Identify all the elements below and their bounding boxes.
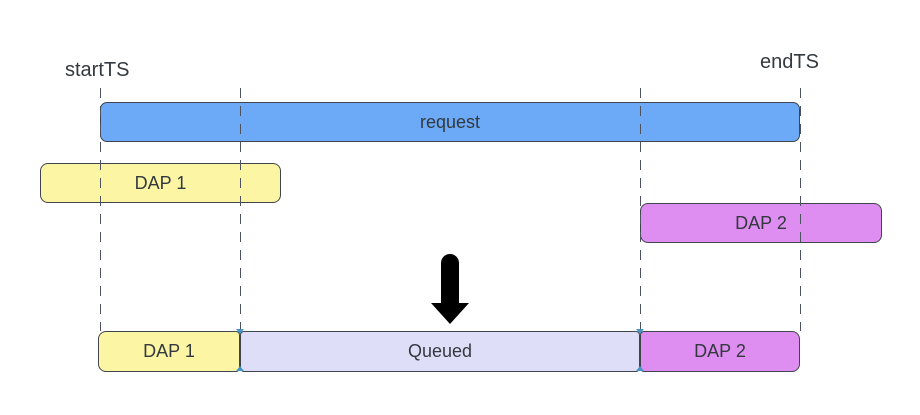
down-arrow-icon: [431, 254, 469, 324]
dap2-top-bar: DAP 2: [640, 203, 882, 243]
start-ts-label: startTS: [65, 59, 130, 81]
junction-marker-bottom-left: [236, 366, 244, 371]
dap2-bottom-bar: DAP 2: [640, 331, 800, 372]
queued-bar-label: Queued: [407, 341, 473, 361]
end-ts-label: endTS: [760, 51, 819, 73]
request-bar-label: request: [419, 111, 481, 132]
junction-marker-bottom-right: [636, 366, 644, 371]
dap1-top-bar-label: DAP 1: [134, 172, 187, 193]
queued-bar: Queued: [240, 331, 640, 372]
dap1-bottom-bar: DAP 1: [98, 331, 240, 372]
dap2-bottom-bar-label: DAP 2: [694, 341, 746, 361]
dap2-top-bar-label: DAP 2: [735, 212, 787, 233]
junction-marker-top-left: [236, 329, 244, 334]
dap1-bottom-bar-label: DAP 1: [143, 341, 195, 361]
junction-marker-top-right: [636, 329, 644, 334]
dap1-top-bar: DAP 1: [40, 163, 281, 203]
request-bar: request: [100, 102, 800, 142]
